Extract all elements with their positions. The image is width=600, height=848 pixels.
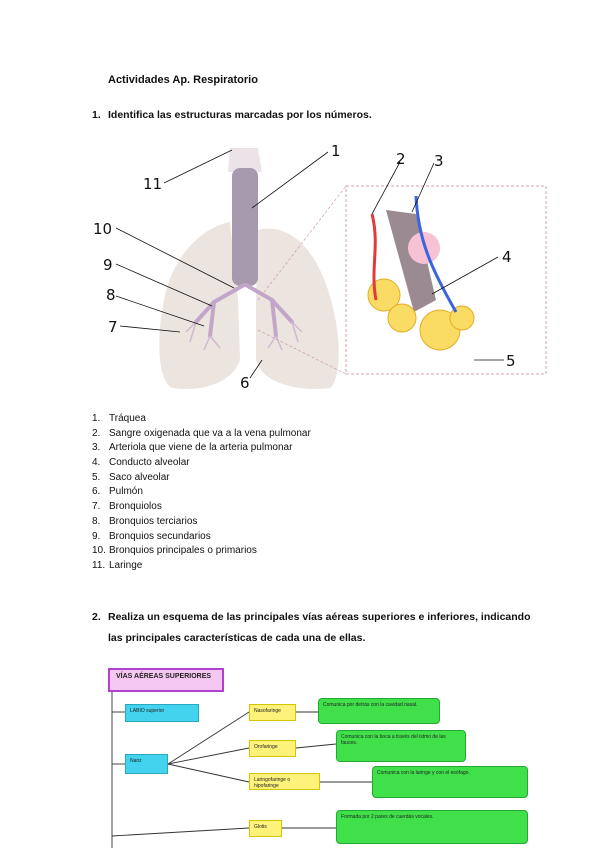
list-item: 7.Bronquiolos (92, 500, 311, 515)
list-item: 11.Laringe (92, 559, 311, 574)
respiratory-figure: 1 2 3 4 5 6 7 8 9 10 11 (0, 0, 600, 400)
answer-text: Laringe (109, 560, 142, 571)
label-3: 3 (434, 152, 444, 170)
answer-number: 9. (92, 530, 109, 545)
list-item: 9.Bronquios secundarios (92, 530, 311, 545)
question-2: 2.Realiza un esquema de las principales … (92, 611, 531, 623)
box-upper-lip: LABIO superior (125, 704, 199, 722)
list-item: 4.Conducto alveolar (92, 456, 311, 471)
answer-text: Pulmón (109, 486, 143, 497)
list-item: 1.Tráquea (92, 412, 311, 427)
answer-number: 8. (92, 515, 109, 530)
answer-text: Saco alveolar (109, 472, 170, 483)
question-2-number: 2. (92, 611, 108, 623)
trachea (232, 168, 258, 286)
answer-text: Tráquea (109, 413, 146, 424)
list-item: 5.Saco alveolar (92, 471, 311, 486)
answer-text: Bronquios principales o primarios (109, 545, 257, 556)
question-2-line1: Realiza un esquema de las principales ví… (108, 611, 531, 623)
list-item: 2.Sangre oxigenada que va a la vena pulm… (92, 427, 311, 442)
left-lung (159, 222, 240, 389)
box-nasopharynx: Nasofaringe (249, 704, 296, 721)
answer-text: Bronquiolos (109, 501, 162, 512)
list-item: 10.Bronquios principales o primarios (92, 544, 311, 559)
label-5: 5 (506, 352, 516, 370)
concept-map: VÍAS AÉREAS SUPERIORES LABIO superior Na… (0, 660, 600, 848)
answer-number: 2. (92, 427, 109, 442)
answer-number: 4. (92, 456, 109, 471)
answer-text: Arteriola que viene de la arteria pulmon… (109, 442, 292, 453)
label-10: 10 (93, 220, 112, 238)
answer-number: 5. (92, 471, 109, 486)
answer-number: 6. (92, 485, 109, 500)
label-1: 1 (331, 142, 341, 160)
upper-airways-title: VÍAS AÉREAS SUPERIORES (108, 668, 224, 692)
answer-number: 7. (92, 500, 109, 515)
answer-number: 1. (92, 412, 109, 427)
box-glottis: Glotis (249, 820, 282, 837)
label-8: 8 (106, 286, 116, 304)
box-laryngopharynx: Laringofaringe o hipofaringe (249, 773, 320, 790)
box-desc-oropharynx: Comunica con la boca a través del istmo … (336, 730, 466, 762)
answer-number: 11. (92, 559, 109, 574)
question-2-line2: las principales características de cada … (108, 632, 365, 644)
box-nose: Nariz (125, 754, 168, 774)
answer-text: Bronquios secundarios (109, 531, 211, 542)
box-desc-glottis: Formada por 2 pares de cuerdas vocales. (336, 810, 528, 844)
box-desc-nasopharynx: Comunica por detrás con la cavidad nasal… (318, 698, 440, 724)
list-item: 8.Bronquios terciarios (92, 515, 311, 530)
list-item: 6.Pulmón (92, 485, 311, 500)
answer-text: Bronquios terciarios (109, 516, 197, 527)
answer-text: Conducto alveolar (109, 457, 190, 468)
label-9: 9 (103, 256, 113, 274)
list-item: 3.Arteriola que viene de la arteria pulm… (92, 441, 311, 456)
label-2: 2 (396, 150, 406, 168)
answer-text: Sangre oxigenada que va a la vena pulmon… (109, 428, 311, 439)
label-6: 6 (240, 374, 250, 392)
answer-list: 1.Tráquea 2.Sangre oxigenada que va a la… (92, 412, 311, 574)
label-11: 11 (143, 175, 162, 193)
answer-number: 10. (92, 544, 109, 559)
box-oropharynx: Orofaringe (249, 740, 296, 757)
answer-number: 3. (92, 441, 109, 456)
right-lung (256, 229, 339, 389)
label-4: 4 (502, 248, 512, 266)
label-7: 7 (108, 318, 118, 336)
box-desc-laryngopharynx: Comunica con la laringe y con el esófago… (372, 766, 528, 798)
